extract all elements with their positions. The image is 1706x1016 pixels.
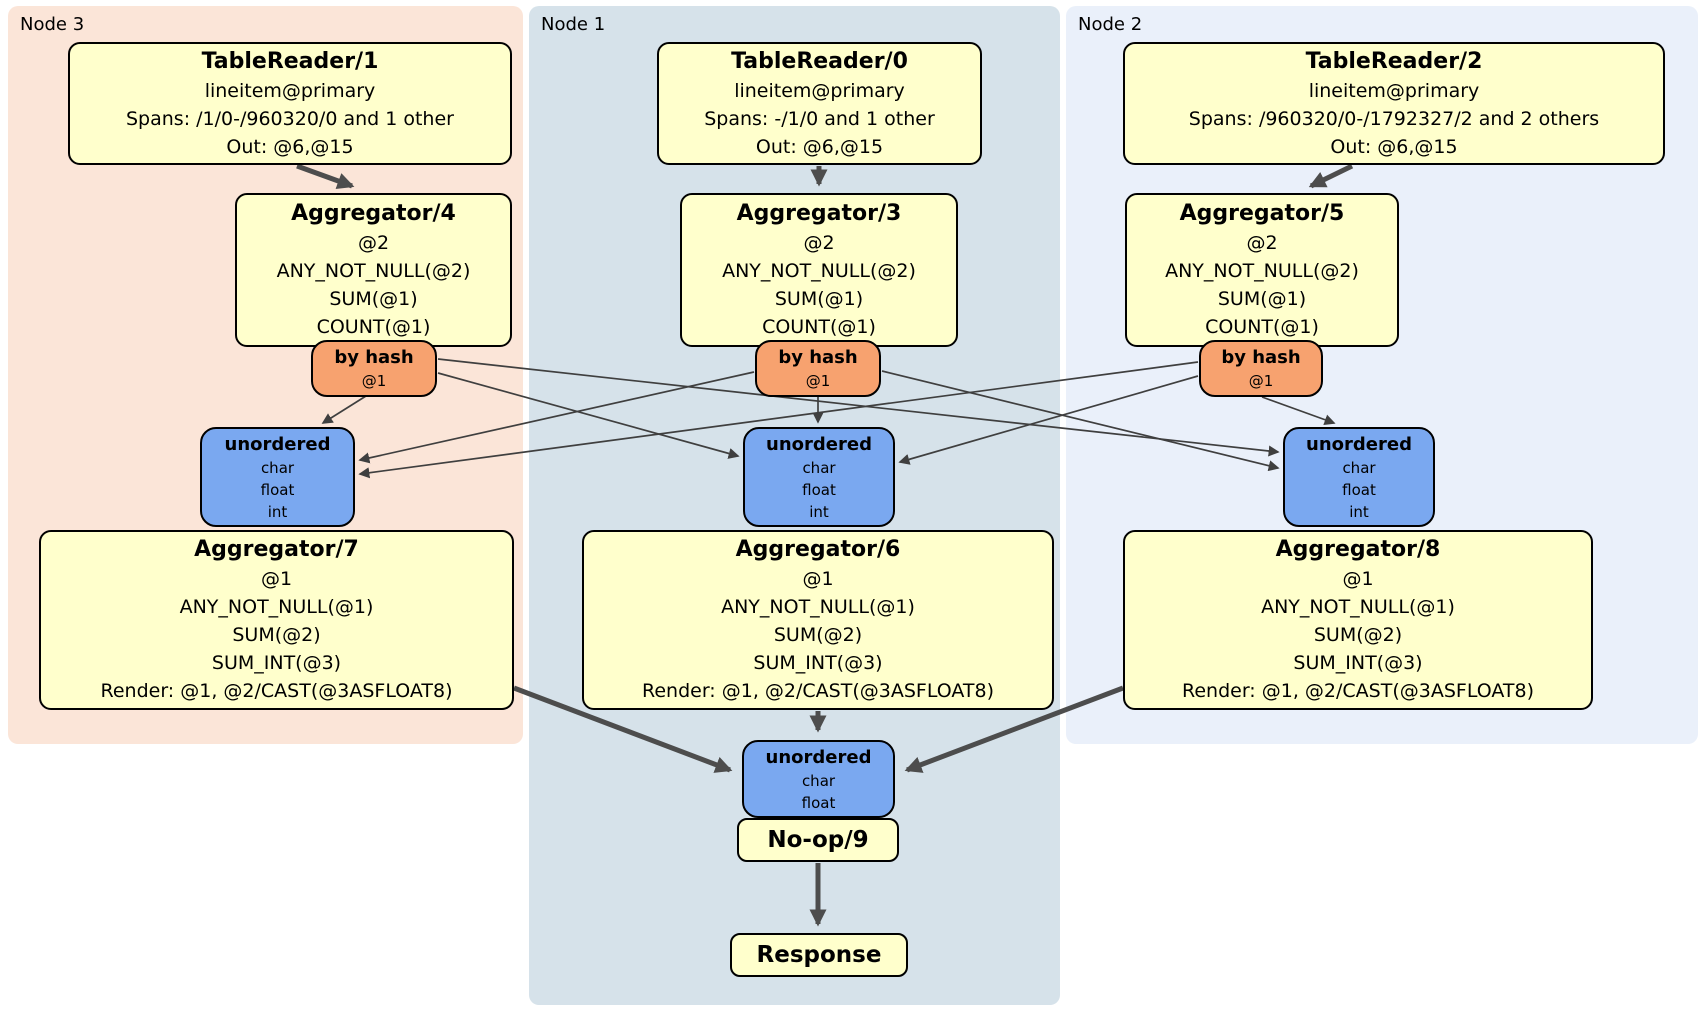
unordered-sync-final: unordered char float	[742, 740, 895, 818]
processor-detail: @1	[802, 568, 834, 590]
unordered-sync-node1: unordered char float int	[743, 427, 895, 527]
hash-router-node2: by hash @1	[1199, 340, 1323, 397]
sync-column: char	[802, 458, 836, 477]
aggregator-8-box: Aggregator/8 @1 ANY_NOT_NULL(@1) SUM(@2)…	[1123, 530, 1593, 710]
processor-detail: COUNT(@1)	[762, 316, 876, 338]
processor-detail: SUM(@1)	[329, 288, 418, 310]
processor-detail: Spans: -/1/0 and 1 other	[704, 107, 935, 130]
processor-detail: @2	[803, 232, 835, 254]
processor-detail: SUM(@2)	[773, 624, 863, 646]
sync-column: float	[802, 480, 836, 499]
processor-detail: SUM(@1)	[774, 288, 864, 310]
processor-detail: Render: @1, @2/CAST(@3ASFLOAT8)	[1182, 680, 1534, 702]
processor-title: Aggregator/7	[194, 537, 359, 562]
router-title: by hash	[1221, 347, 1301, 368]
sync-title: unordered	[766, 433, 872, 455]
tablereader-2-box: TableReader/2 lineitem@primary Spans: /9…	[1123, 42, 1665, 165]
sync-column: int	[267, 502, 288, 521]
processor-title: Aggregator/6	[735, 537, 901, 562]
processor-detail: lineitem@primary	[204, 79, 376, 102]
sync-column: float	[801, 793, 836, 812]
processor-detail: ANY_NOT_NULL(@2)	[276, 260, 471, 282]
processor-detail: lineitem@primary	[734, 79, 905, 102]
processor-detail: @1	[260, 568, 293, 590]
processor-title: Response	[756, 942, 882, 968]
response-box: Response	[730, 933, 908, 977]
processor-detail: COUNT(@1)	[1205, 316, 1319, 338]
router-detail: @1	[805, 372, 831, 390]
sync-column: int	[809, 502, 829, 521]
processor-detail: @1	[1342, 568, 1374, 590]
processor-detail: COUNT(@1)	[316, 316, 431, 338]
node3-label: Node 3	[20, 14, 85, 35]
processor-detail: @2	[1246, 232, 1278, 254]
processor-detail: SUM_INT(@3)	[1293, 652, 1423, 674]
sync-column: char	[260, 458, 295, 477]
processor-title: Aggregator/5	[1179, 201, 1345, 226]
processor-detail: ANY_NOT_NULL(@1)	[721, 596, 915, 618]
processor-title: No-op/9	[767, 827, 869, 853]
processor-detail: Out: @6,@15	[1330, 135, 1458, 158]
processor-detail: SUM(@1)	[1217, 288, 1307, 310]
router-title: by hash	[334, 347, 414, 368]
hash-router-node3: by hash @1	[311, 340, 437, 397]
tablereader-0-box: TableReader/0 lineitem@primary Spans: -/…	[657, 42, 982, 165]
processor-title: TableReader/0	[731, 48, 908, 74]
tablereader-1-box: TableReader/1 lineitem@primary Spans: /1…	[68, 42, 512, 165]
processor-detail: ANY_NOT_NULL(@2)	[1165, 260, 1359, 282]
processor-title: Aggregator/3	[736, 201, 902, 226]
processor-detail: SUM_INT(@3)	[211, 652, 342, 674]
hash-router-node1: by hash @1	[755, 340, 881, 397]
aggregator-5-box: Aggregator/5 @2 ANY_NOT_NULL(@2) SUM(@1)…	[1125, 193, 1399, 347]
sync-column: char	[801, 771, 836, 790]
router-detail: @1	[1248, 372, 1274, 390]
processor-detail: Spans: /1/0-/960320/0 and 1 other	[126, 107, 454, 130]
unordered-sync-node2: unordered char float int	[1283, 427, 1435, 527]
processor-detail: Spans: /960320/0-/1792327/2 and 2 others	[1188, 107, 1600, 130]
sync-column: int	[1349, 502, 1369, 521]
processor-detail: Out: @6,@15	[226, 135, 354, 158]
aggregator-3-box: Aggregator/3 @2 ANY_NOT_NULL(@2) SUM(@1)…	[680, 193, 958, 347]
node1-label: Node 1	[541, 14, 606, 35]
processor-detail: lineitem@primary	[1308, 79, 1480, 102]
unordered-sync-node3: unordered char float int	[200, 427, 355, 527]
processor-detail: Out: @6,@15	[755, 135, 884, 158]
sync-column: char	[1342, 458, 1376, 477]
sync-title: unordered	[1306, 433, 1412, 455]
router-detail: @1	[361, 372, 387, 390]
processor-title: Aggregator/8	[1275, 537, 1441, 562]
processor-detail: SUM(@2)	[232, 624, 321, 646]
processor-detail: ANY_NOT_NULL(@2)	[722, 260, 916, 282]
aggregator-6-box: Aggregator/6 @1 ANY_NOT_NULL(@1) SUM(@2)…	[582, 530, 1054, 710]
processor-title: Aggregator/4	[291, 201, 456, 226]
node2-label: Node 2	[1078, 14, 1143, 35]
processor-detail: SUM(@2)	[1313, 624, 1403, 646]
router-title: by hash	[778, 347, 858, 368]
processor-detail: Render: @1, @2/CAST(@3ASFLOAT8)	[642, 680, 994, 702]
sync-column: float	[260, 480, 295, 499]
noop-9-box: No-op/9	[737, 818, 899, 862]
processor-detail: @2	[357, 232, 390, 254]
sync-title: unordered	[224, 433, 331, 455]
aggregator-7-box: Aggregator/7 @1 ANY_NOT_NULL(@1) SUM(@2)…	[39, 530, 514, 710]
processor-title: TableReader/2	[1305, 48, 1483, 74]
aggregator-4-box: Aggregator/4 @2 ANY_NOT_NULL(@2) SUM(@1)…	[235, 193, 512, 347]
processor-detail: SUM_INT(@3)	[753, 652, 883, 674]
processor-detail: Render: @1, @2/CAST(@3ASFLOAT8)	[100, 680, 453, 702]
sync-column: float	[1342, 480, 1376, 499]
processor-detail: ANY_NOT_NULL(@1)	[1261, 596, 1455, 618]
processor-title: TableReader/1	[201, 48, 379, 74]
sync-title: unordered	[765, 746, 872, 768]
processor-detail: ANY_NOT_NULL(@1)	[179, 596, 374, 618]
